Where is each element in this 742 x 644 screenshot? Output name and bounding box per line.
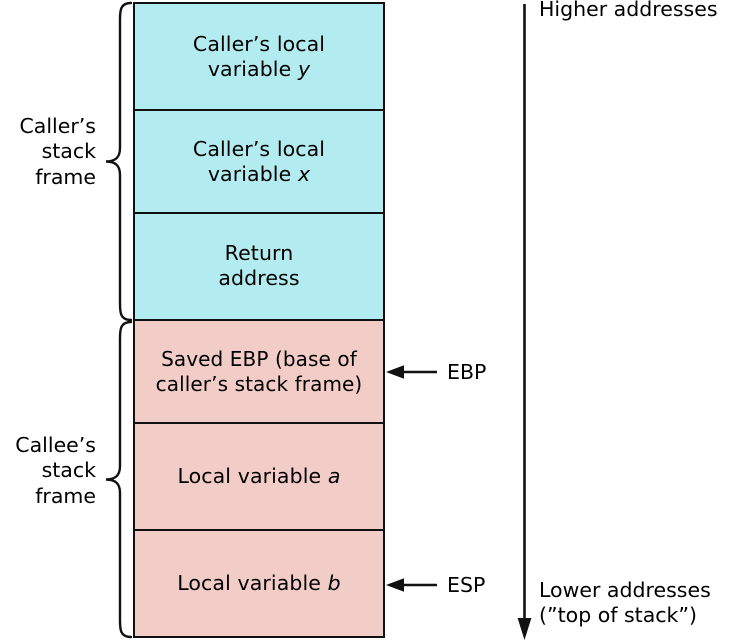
- arrow-left-icon: [386, 365, 437, 379]
- cell-italic-token: b: [327, 570, 341, 595]
- stack-cell-saved-ebp: Saved EBP (base of caller’s stack frame): [135, 321, 383, 425]
- cell-italic-token: x: [297, 161, 311, 186]
- callee-brace-label: Callee’s stack frame: [0, 433, 96, 509]
- brace-label-line-1: Caller’s: [19, 114, 96, 138]
- stack-cell-return-address: Return address: [135, 213, 383, 322]
- address-direction-axis: [515, 0, 537, 644]
- brace-label-line-3: frame: [35, 164, 96, 189]
- cell-line-2: variable: [207, 161, 298, 186]
- cell-line-1: Caller’s local: [192, 136, 326, 161]
- esp-pointer: ESP: [386, 573, 486, 597]
- lower-addresses-line-2: (”top of stack”): [539, 603, 698, 627]
- cell-line-1: Saved EBP (base of: [161, 347, 357, 372]
- cell-italic-token: y: [297, 56, 311, 81]
- higher-addresses-label: Higher addresses: [539, 0, 718, 22]
- lower-addresses-label: Lower addresses (”top of stack”): [539, 578, 711, 628]
- cell-line-2: address: [218, 266, 300, 291]
- caller-brace-label: Caller’s stack frame: [0, 114, 96, 190]
- cell-line-1: Local variable: [177, 570, 328, 595]
- lower-addresses-line-1: Lower addresses: [539, 578, 711, 602]
- cell-line-2: variable: [207, 56, 298, 81]
- ebp-pointer-label: EBP: [447, 360, 487, 384]
- brace-label-line-2: stack: [41, 139, 96, 164]
- higher-addresses-text: Higher addresses: [539, 0, 718, 21]
- stack-cell-local-variable-a: Local variable a: [135, 424, 383, 531]
- cell-line-2: caller’s stack frame): [155, 371, 363, 396]
- arrow-down-icon: [517, 4, 532, 640]
- brace-label-line-2: stack: [41, 458, 96, 483]
- stack-cell-caller-local-x: Caller’s local variable x: [135, 111, 383, 214]
- stack-cell-local-variable-b: Local variable b: [135, 530, 383, 637]
- cell-line-1: Local variable: [177, 464, 328, 489]
- esp-pointer-label: ESP: [447, 573, 486, 597]
- cell-line-1: Return: [224, 241, 294, 266]
- cell-line-1: Caller’s local: [192, 31, 326, 56]
- callee-brace: [102, 320, 133, 639]
- brace-label-line-3: frame: [35, 483, 96, 508]
- ebp-pointer: EBP: [386, 360, 487, 384]
- brace-label-line-1: Callee’s: [15, 433, 96, 457]
- arrow-left-icon: [386, 578, 437, 592]
- stack-column: Caller’s local variable y Caller’s local…: [133, 2, 385, 638]
- stack-cell-caller-local-y: Caller’s local variable y: [135, 4, 383, 112]
- caller-brace: [102, 1, 133, 322]
- cell-italic-token: a: [327, 464, 341, 489]
